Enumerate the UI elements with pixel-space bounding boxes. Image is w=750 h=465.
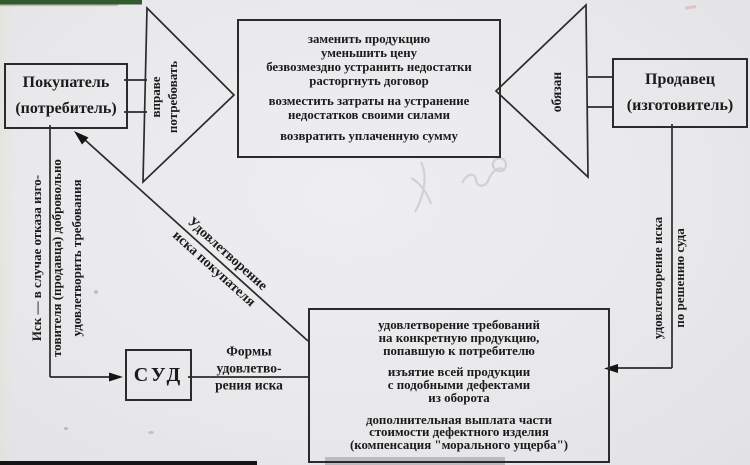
forms-group-3: дополнительная выплата части стоимости д… [349, 412, 569, 453]
label-forms-caption: Формы удовлетво- рения иска [215, 343, 283, 394]
demands-group-1: заменить продукцию уменьшить цену безвоз… [266, 32, 472, 88]
arrowhead-to-buyer-icon [74, 131, 89, 145]
label-entitled-line: вправе [148, 76, 163, 118]
buyer-title: Покупатель [22, 74, 110, 91]
demands-group-2: возместить затраты на устранение недоста… [269, 95, 470, 123]
form-line: дополнительная выплата части [365, 412, 553, 427]
form-line: из оборота [428, 390, 490, 405]
demand-line: заменить продукцию [307, 32, 431, 47]
label-forms-caption-line: рения иска [215, 377, 283, 393]
demand-line: возвратить уплаченную сумму [280, 128, 458, 143]
label-entitled-line: потребовать [165, 60, 180, 134]
scan-speck [94, 290, 98, 294]
seller-box: Продавец (изготовитель) [612, 58, 748, 128]
label-forms-caption-line: Формы [226, 343, 272, 359]
scan-pink-mark [684, 5, 697, 10]
label-lawsuit-line: товителя (продавца) добровольно [49, 159, 64, 357]
seller-title: Продавец [645, 71, 715, 88]
forms-box: удовлетворение требований на конкретную … [308, 308, 610, 463]
scan-green-strip [0, 0, 142, 5]
label-lawsuit-line: удовлетворить требования [69, 179, 84, 337]
scan-green-strip-edge [0, 4, 118, 7]
entitled-arrow-shape [142, 5, 236, 185]
court-title: СУД [133, 363, 184, 386]
form-line: на конкретную продукцию, [378, 330, 540, 345]
arrowhead-to-forms-icon [604, 364, 618, 373]
demand-line: расторгнуть договор [309, 73, 429, 88]
form-line: удовлетворение требований [378, 317, 540, 332]
form-line: с подобными дефектами [387, 378, 531, 393]
buyer-box: Покупатель (потребитель) [4, 63, 128, 129]
forms-group-2: изъятие всей продукции с подобными дефек… [388, 366, 530, 404]
scan-black-strip [0, 461, 257, 465]
form-line: попавшую к потребителю [383, 343, 535, 358]
demands-box: заменить продукцию уменьшить цену безвоз… [237, 19, 501, 158]
court-box: СУД [125, 349, 192, 401]
form-line: изъятие всей продукции [387, 365, 531, 380]
scan-speck [148, 431, 154, 434]
label-entitled: вправе потребовать [147, 61, 181, 133]
label-court-decision-line: удовлетворение иска [650, 216, 665, 340]
label-lawsuit-note: Иск — в случае отказа изго- товителя (пр… [27, 159, 87, 357]
seller-subtitle: (изготовитель) [626, 97, 734, 114]
form-line: (компенсация "морального ущерба") [349, 438, 569, 453]
obliged-arrow-shape [494, 3, 589, 179]
demands-group-3: возвратить уплаченную сумму [280, 128, 458, 144]
arrowhead-to-court-icon [109, 372, 123, 382]
faint-handwriting [410, 157, 508, 213]
label-obliged: обязан [549, 71, 564, 113]
label-lawsuit-line: Иск — в случае отказа изго- [29, 174, 44, 342]
scan-speck [64, 427, 68, 430]
form-line: стоимости дефектного изделия [369, 425, 549, 440]
claim-diagonal-line [83, 138, 309, 342]
label-forms-caption-line: удовлетво- [216, 360, 282, 376]
label-court-decision-line: по решению суда [672, 228, 687, 328]
forms-group-1: удовлетворение требований на конкретную … [378, 319, 540, 357]
buyer-subtitle: (потребитель) [15, 100, 117, 117]
demand-line: недостатков своими силами [288, 108, 450, 123]
demand-line: уменьшить цену [320, 46, 417, 60]
demand-line: безвозмездно устранить недостатки [266, 59, 472, 74]
demand-line: возместить затраты на устранение [268, 94, 470, 109]
label-court-decision-note: удовлетворение иска по решению суда [647, 217, 691, 339]
